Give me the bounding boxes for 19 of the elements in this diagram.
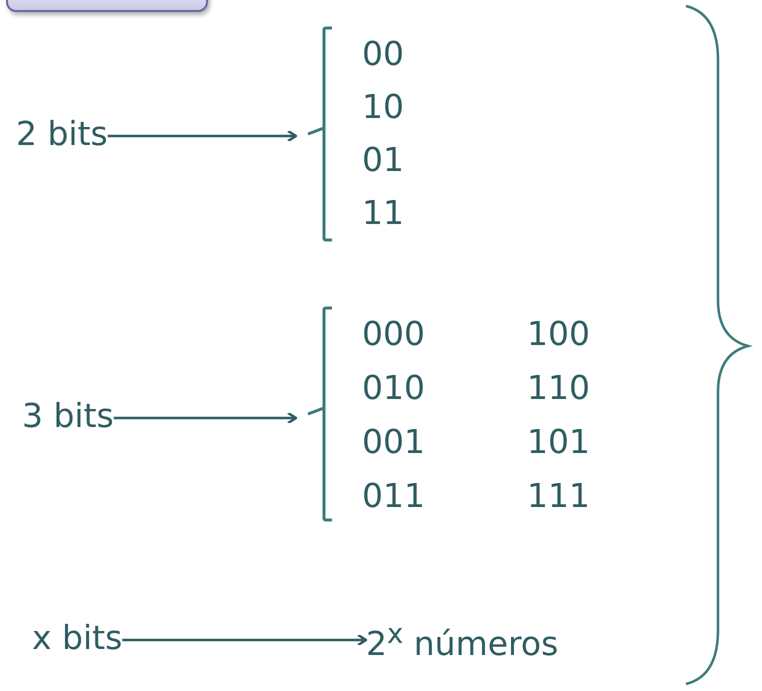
binary-code: 101 (527, 422, 590, 462)
binary-code: 001 (362, 422, 425, 462)
arrow (114, 412, 298, 424)
binary-code: 11 (362, 193, 404, 233)
binary-code: 110 (527, 368, 590, 408)
text-label: x bits (32, 618, 122, 658)
text-label: 2$^{x}$ números (366, 617, 558, 664)
arrow (108, 130, 298, 142)
binary-code: 01 (362, 140, 404, 180)
binary-code: 111 (527, 476, 590, 516)
binary-code: 10 (362, 87, 404, 127)
binary-code: 000 (362, 314, 425, 354)
binary-code: 010 (362, 368, 425, 408)
arrow (122, 634, 368, 646)
binary-code: 100 (527, 314, 590, 354)
binary-code: 00 (362, 34, 404, 74)
binary-code: 011 (362, 476, 425, 516)
text-label: 2 bits (16, 114, 108, 154)
text-label: 3 bits (22, 396, 114, 436)
